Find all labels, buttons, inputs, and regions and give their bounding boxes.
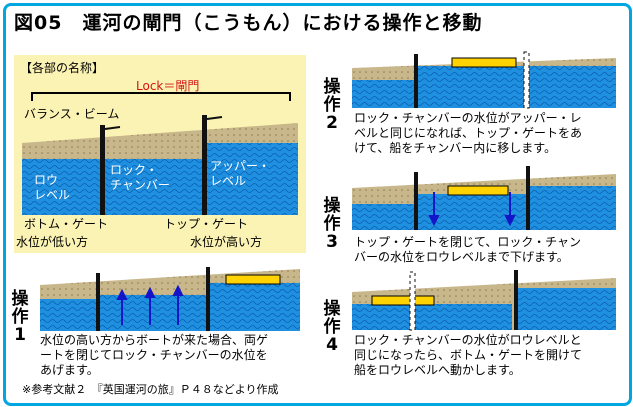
lock-bracket bbox=[31, 92, 291, 101]
step-2-text-1: ロック・チャンバーの水位がアッパー・レ bbox=[354, 111, 582, 125]
step-4-diagram bbox=[352, 270, 616, 331]
step-4-text-1: ロック・チャンバーの水位がロウレベルと bbox=[354, 333, 582, 347]
legend-lock-diagram bbox=[22, 115, 298, 215]
low-side-label: 水位が低い方 bbox=[16, 235, 89, 249]
low-level-label-2: レベル bbox=[34, 188, 71, 202]
legend-panel: 【各部の名称】 Lock＝閘門 バランス・ビーム ロウ レベル ロック・ チャン… bbox=[14, 55, 306, 253]
legend-heading: 【各部の名称】 bbox=[20, 61, 105, 75]
step-4-text-3: 船をロウレベルへ動かします。 bbox=[354, 363, 521, 377]
step-3-text-1: トップ・ゲートを閉じて、ロック・チャン bbox=[354, 235, 582, 249]
step-1-text-3: あげます。 bbox=[40, 363, 99, 377]
footnote: ※参考文献２ 『英国運河の旅』Ｐ４８などより作成 bbox=[22, 383, 279, 396]
high-side-label: 水位が高い方 bbox=[190, 235, 263, 249]
step-1-text-2: ートを閉じてロック・チャンバーの水位を bbox=[40, 348, 268, 362]
lock-chamber-label-2: チャンバー bbox=[110, 178, 170, 192]
step-3-text-2: バーの水位をロウレベルまで下げます。 bbox=[354, 250, 569, 264]
lock-label: Lock＝閘門 bbox=[136, 79, 200, 93]
step-1-text-1: 水位の高い方からボートが来た場合、両ゲ bbox=[40, 333, 269, 347]
upper-level-label-1: アッパー・ bbox=[210, 159, 271, 173]
step-3-diagram bbox=[352, 166, 616, 230]
top-gate-label: トップ・ゲート bbox=[164, 217, 249, 231]
step-2-text-2: ベルと同じになれば、トップ・ゲートをあ bbox=[354, 126, 583, 140]
low-level-label-1: ロウ bbox=[34, 173, 59, 187]
step-4-text-2: 同じになったら、ボトム・ゲートを開けて bbox=[354, 348, 583, 362]
figure-title: 図05 運河の閘門（こうもん）における操作と移動 bbox=[14, 12, 483, 34]
lock-chamber-label-1: ロック・ bbox=[110, 163, 158, 177]
balance-beam-label: バランス・ビーム bbox=[24, 107, 120, 121]
step-2-diagram bbox=[352, 51, 616, 109]
step-2-text-3: けて、船をチャンバー内に移します。 bbox=[354, 141, 557, 155]
upper-level-label-2: レベル bbox=[210, 174, 247, 188]
bottom-gate-label: ボトム・ゲート bbox=[24, 217, 109, 231]
step-1-diagram bbox=[40, 267, 300, 331]
